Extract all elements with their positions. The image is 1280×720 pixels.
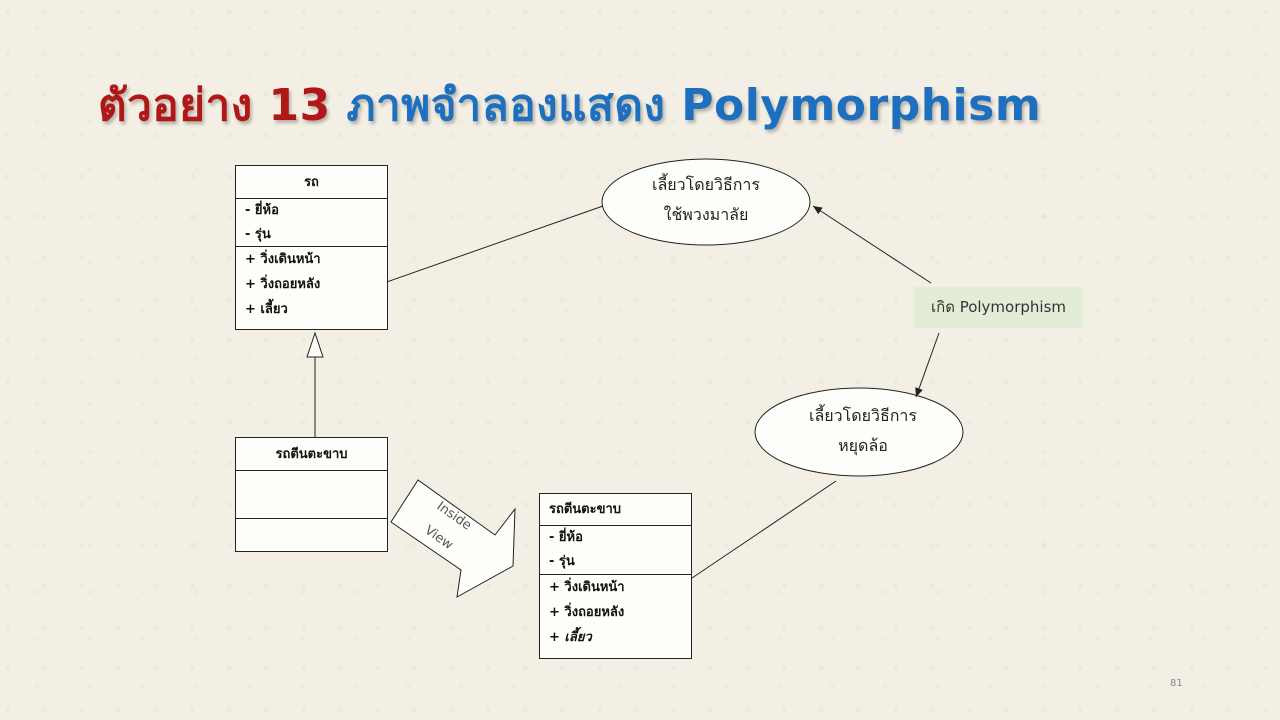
arrow-callout-to-top-ellipse [812,205,932,284]
class-car-method-forward: + วิ่งเดินหน้า [245,252,321,267]
title-example-number: ตัวอย่าง 13 [98,80,331,131]
class-tricycle-inside-attributes: - ยี่ห้อ - รุ่น [540,526,691,575]
page-number: 81 [1170,678,1183,689]
class-tricycle-inside-method-reverse: + วิ่งถอยหลัง [549,605,625,620]
class-car-methods: + วิ่งเดินหน้า + วิ่งถอยหลัง + เลี้ยว [236,247,387,322]
class-tricycle-inside: รถตีนตะขาบ - ยี่ห้อ - รุ่น + วิ่งเดินหน้… [539,493,692,659]
inheritance-triangle-icon [306,331,324,358]
ellipse-bottom-line2: หยุดล้อ [838,436,888,455]
class-car-attr-brand: - ยี่ห้อ [245,203,279,218]
slide-title: ตัวอย่าง 13 ภาพจำลองแสดง Polymorphism [98,70,1041,140]
class-car-method-turn: + เลี้ยว [245,302,288,317]
ellipse-top-line2: ใช้พวงมาลัย [663,205,749,224]
title-description: ภาพจำลองแสดง Polymorphism [330,80,1042,131]
class-tricycle-inside-methods: + วิ่งเดินหน้า + วิ่งถอยหลัง + เลี้ยว [540,575,691,650]
class-car: รถ - ยี่ห้อ - รุ่น + วิ่งเดินหน้า + วิ่ง… [235,165,388,330]
class-tricycle-inside-attr-brand: - ยี่ห้อ [549,530,583,545]
polymorphism-callout: เกิด Polymorphism [914,287,1083,328]
class-car-attributes: - ยี่ห้อ - รุ่น [236,199,387,247]
class-tricycle-inside-attr-model: - รุ่น [549,554,575,569]
class-tricycle-inside-method-forward: + วิ่งเดินหน้า [549,580,625,595]
class-tricycle-inside-method-turn: + เลี้ยว [549,630,592,645]
class-tricycle-attributes [236,471,387,519]
class-tricycle-methods [236,519,387,551]
class-car-name: รถ [236,166,387,199]
ellipse-top-label: เลี้ยวโดยวิธีการ ใช้พวงมาลัย [606,170,806,230]
ellipse-bottom-label: เลี้ยวโดยวิธีการ หยุดล้อ [763,401,963,461]
class-tricycle-name: รถตีนตะขาบ [236,438,387,471]
inside-view-arrow-icon [390,479,516,598]
class-tricycle: รถตีนตะขาบ [235,437,388,552]
arrow-callout-to-bottom-ellipse [915,332,940,398]
class-tricycle-inside-name: รถตีนตะขาบ [540,494,691,526]
ellipse-bottom-line1: เลี้ยวโดยวิธีการ [808,406,917,425]
ellipse-top-shape [601,158,811,246]
class-car-method-reverse: + วิ่งถอยหลัง [245,277,321,292]
ellipse-top-line1: เลี้ยวโดยวิธีการ [651,175,760,194]
ellipse-bottom-shape [754,387,964,477]
class-car-attr-model: - รุ่น [245,227,271,242]
